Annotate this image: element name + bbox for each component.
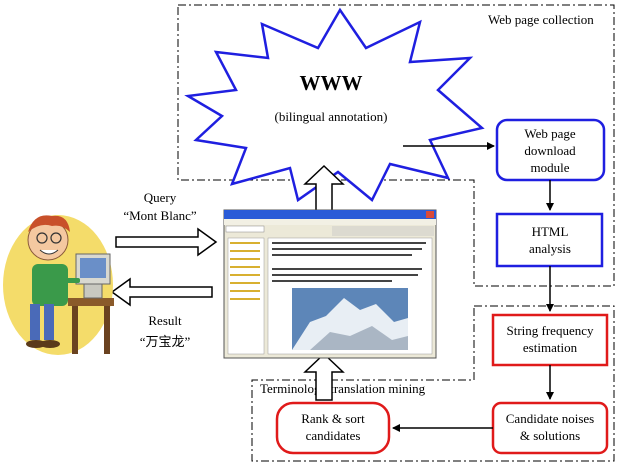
result-term: “万宝龙” <box>140 334 191 349</box>
rank-sort-box <box>275 401 391 455</box>
rank-line-2: candidates <box>306 428 361 443</box>
www-cloud <box>184 7 485 203</box>
rank-line-1: Rank & sort <box>301 411 365 426</box>
html-line-1: HTML <box>532 224 569 239</box>
hollow-up-arrow-bottom <box>303 352 345 401</box>
terminology-region <box>251 305 615 462</box>
hollow-up-arrow-top <box>303 164 345 213</box>
www-title: WWW <box>300 71 363 95</box>
web-collection-region <box>177 4 615 287</box>
string-line-2: estimation <box>523 340 578 355</box>
download-line-3: module <box>531 160 570 175</box>
query-term: “Mont Blanc” <box>123 208 197 223</box>
result-label: Result <box>148 313 182 328</box>
browser-screenshot-icon <box>223 209 437 359</box>
query-arrow <box>115 227 218 257</box>
query-label: Query <box>144 190 177 205</box>
result-arrow <box>110 277 213 307</box>
candidate-line-1: Candidate noises <box>506 411 594 426</box>
string-line-1: String frequency <box>506 323 594 338</box>
download-line-2: download <box>524 143 576 158</box>
person-at-computer-icon <box>3 215 114 355</box>
candidate-line-2: & solutions <box>520 428 580 443</box>
html-line-2: analysis <box>529 241 571 256</box>
www-subtitle: (bilingual annotation) <box>274 109 387 124</box>
download-line-1: Web page <box>524 126 576 141</box>
html-analysis-box <box>495 212 604 268</box>
terminology-label: Terminology translation mining <box>260 381 426 396</box>
web-collection-label: Web page collection <box>488 12 594 27</box>
